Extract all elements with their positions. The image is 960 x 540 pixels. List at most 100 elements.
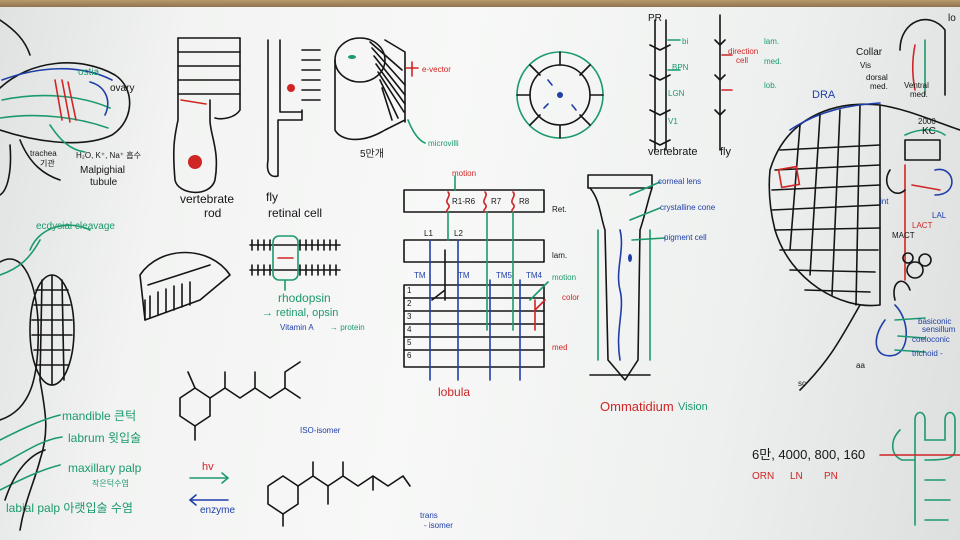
label-lal: LAL <box>932 211 947 220</box>
label-int: int <box>880 197 889 206</box>
label-tm-2: TM <box>458 271 470 280</box>
label-ommatidium: Ommatidium <box>600 399 674 414</box>
label-labrum: labrum 윗입술 <box>68 431 142 445</box>
label-trans-1: trans <box>420 511 438 520</box>
label-coeloconic: coeloconic <box>912 335 950 344</box>
label-retinal-opsin: → retinal, opsin <box>262 307 339 319</box>
label-maxillary-palp: maxillary palp <box>68 461 142 475</box>
label-trans-2: - isomer <box>424 521 453 530</box>
label-ln: LN <box>790 471 803 482</box>
label-vision: Vision <box>678 401 708 413</box>
label-color: color <box>562 293 580 302</box>
label-r7: R7 <box>491 197 502 206</box>
vertebrate-rod-drawing <box>172 37 241 194</box>
microvilli-slab-drawing <box>139 251 231 321</box>
label-fly-2: retinal cell <box>268 206 323 220</box>
label-basiconic-2: sensillum <box>922 325 956 334</box>
label-motion-mid: motion <box>552 273 577 282</box>
label-crystalline-cone: crystalline cone <box>660 203 716 212</box>
label-protein: → protein <box>330 323 365 332</box>
label-med: med <box>552 343 568 352</box>
compound-eye-drawing <box>768 102 960 391</box>
label-kc: KC <box>922 126 936 137</box>
label-ecdysial-cleavage: ecdysial cleavage <box>36 221 115 232</box>
label-orn: ORN <box>752 471 775 482</box>
label-basiconic-1: basiconic <box>918 317 952 326</box>
label-enzyme: enzyme <box>200 505 236 516</box>
label-fly-1: fly <box>266 190 278 204</box>
label-vertebrate-rod-2: rod <box>204 206 222 220</box>
label-pigment-cell: pigment cell <box>664 233 707 242</box>
row-number: 1 <box>407 286 412 295</box>
label-lob-right: lob. <box>764 81 777 90</box>
label-mandible: mandible 큰턱 <box>62 409 137 423</box>
label-vertebrate-column: vertebrate <box>648 146 698 158</box>
label-kc-count: 2000 <box>918 117 936 126</box>
label-maxillary-korean: 작은턱수염 <box>92 479 129 488</box>
insect-head-drawing <box>0 224 91 531</box>
row-number: 4 <box>407 325 412 334</box>
label-tm5: TM5 <box>496 271 512 280</box>
ommatidium-cross-section <box>516 51 604 139</box>
retinal-iso-molecule <box>179 361 301 441</box>
label-ventral-2: med. <box>910 90 928 99</box>
label-lo: lo <box>948 13 956 24</box>
label-lact: LACT <box>912 221 933 230</box>
label-collar: Collar <box>856 47 883 58</box>
label-fly-column: fly <box>720 146 731 158</box>
label-dorsal-2: med. <box>870 82 888 91</box>
label-tm-1: TM <box>414 271 426 280</box>
insect-body-drawing <box>0 19 131 196</box>
label-ret: Ret. <box>552 205 567 214</box>
label-hv: hv <box>202 461 214 473</box>
label-rhodopsin: rhodopsin <box>278 291 331 305</box>
label-aa: aa <box>856 361 865 370</box>
label-e-vector: e-vector <box>422 65 451 74</box>
label-v1: V1 <box>668 117 678 126</box>
label-bi: bi <box>682 37 689 46</box>
label-trichoid: trichoid - <box>912 349 943 358</box>
label-iso-isomer: ISO-isomer <box>300 426 341 435</box>
label-malpighian-2: tubule <box>90 177 118 188</box>
enzyme-arrow <box>188 494 229 506</box>
label-vertebrate-rod-1: vertebrate <box>180 192 235 206</box>
label-ovary: ovary <box>110 83 135 94</box>
label-lobula: lobula <box>438 385 471 399</box>
label-neuron-counts: 6만, 4000, 800, 160 <box>752 447 866 462</box>
label-med-right: med. <box>764 57 782 66</box>
label-malpighian-1: Malpighial <box>80 165 126 176</box>
label-direction-2: cell <box>736 56 749 65</box>
label-microvilli: microvilli <box>428 139 459 148</box>
label-motion-top: motion <box>452 169 477 178</box>
label-bpn: BPN <box>672 63 689 72</box>
fly-brain-drawing <box>875 18 953 357</box>
label-l2: L2 <box>454 229 463 238</box>
label-lam: lam. <box>552 251 568 260</box>
label-tm4: TM4 <box>526 271 542 280</box>
label-pr: PR <box>648 13 662 24</box>
label-sc: sc <box>798 379 806 388</box>
cactus-diagram <box>879 411 960 526</box>
label-vitamin-a: Vitamin A <box>280 323 314 332</box>
whiteboard-frame <box>0 0 960 7</box>
retinal-trans-molecule <box>267 461 411 527</box>
light-arrow <box>189 472 230 484</box>
label-mact: MACT <box>892 231 915 240</box>
label-corneal-lens: corneal lens <box>658 177 702 186</box>
label-lgn: LGN <box>668 89 685 98</box>
label-trachea: trachea <box>30 149 57 158</box>
rhodopsin-membrane-drawing <box>249 235 341 291</box>
ommatidium-long-drawing <box>587 174 666 381</box>
label-dra: DRA <box>812 89 836 101</box>
label-r8: R8 <box>519 197 530 206</box>
label-ion-absorption: H₂O, K⁺, Na⁺ 흡수 <box>76 151 141 160</box>
row-number: 6 <box>407 351 412 360</box>
label-count: 5만개 <box>360 149 384 160</box>
pathway-comparison-drawing <box>649 14 733 151</box>
label-labial-palp: labial palp 아랫입술 수염 <box>6 501 133 515</box>
label-vis: Vis <box>860 61 871 70</box>
label-pn: PN <box>824 471 838 482</box>
label-l1: L1 <box>424 229 433 238</box>
